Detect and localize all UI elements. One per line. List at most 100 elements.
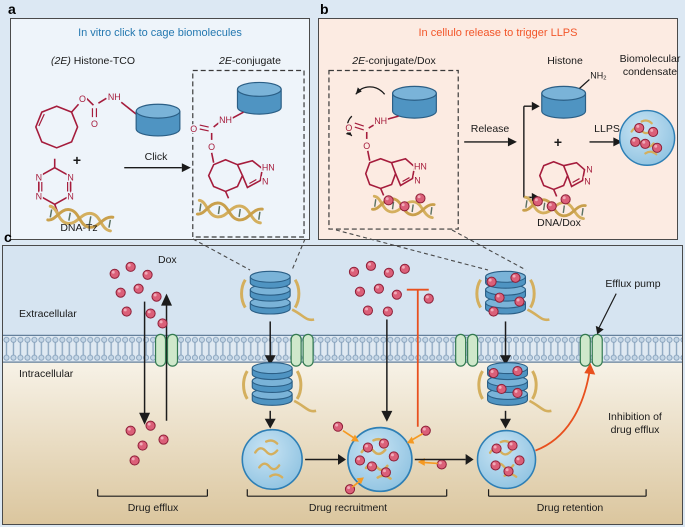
atom-nh: NH xyxy=(219,115,232,125)
conjugate-structure xyxy=(199,111,264,199)
atom-o: O xyxy=(345,123,352,133)
atom-n: N xyxy=(262,177,268,187)
atom-o: O xyxy=(79,94,86,104)
conjugate-dox-dashed-box xyxy=(328,69,459,230)
histone-tco-label: (2E) Histone-TCO xyxy=(17,55,169,68)
panel-b-title: In cellulo release to trigger LLPS xyxy=(418,27,578,39)
histone-label: Histone xyxy=(547,55,583,67)
tco-structure xyxy=(34,97,137,149)
efflux-pump-label: Efflux pump xyxy=(605,278,661,290)
atom-n: N xyxy=(414,176,420,186)
histone-cylinder xyxy=(135,103,181,137)
dox-dot xyxy=(532,196,543,207)
panel-a: O O NH N N N N xyxy=(10,18,310,240)
atom-n: N xyxy=(36,191,42,201)
condensate xyxy=(618,109,676,167)
conjugate-dox-label-italic: 2E xyxy=(352,55,366,67)
panel-a-graphics: O O NH N N N N xyxy=(34,69,305,238)
dox-dot xyxy=(399,201,410,212)
dna-tz-label: DNA-Tz xyxy=(60,222,98,234)
histone-tco-label-italic: (2E) xyxy=(50,55,71,67)
drug-efflux-label: Drug efflux xyxy=(127,502,179,514)
dna-dox-structure xyxy=(538,160,586,197)
panel-c: Dox Extracellular Intracellular Efflux p… xyxy=(2,245,683,525)
condensate-formation-arrow-right xyxy=(500,410,512,429)
dox-label: Dox xyxy=(158,254,177,266)
panel-c-graphics xyxy=(3,246,682,524)
dox-dot xyxy=(546,201,557,212)
dox-dot xyxy=(630,136,641,147)
condensate-progress-arrow-2 xyxy=(414,454,474,465)
atom-n: N xyxy=(586,165,592,175)
plus-sign: + xyxy=(553,134,563,150)
dna-helix xyxy=(195,198,264,225)
panel-b-graphics: NH O O HN N NH₂ xyxy=(328,69,676,230)
dox-dot xyxy=(648,126,659,138)
atom-hn: HN xyxy=(262,163,275,173)
drug-recruitment-label: Drug recruitment xyxy=(308,502,388,514)
atom-n: N xyxy=(584,177,590,187)
atom-nh: NH xyxy=(374,116,387,126)
influx-arrow xyxy=(139,301,151,425)
condensate-label-line2: condensate xyxy=(622,65,678,78)
atom-nh2: NH₂ xyxy=(590,70,607,80)
condensate-formation-arrow-left xyxy=(264,410,276,429)
condensate-progress-arrow-1 xyxy=(305,454,346,465)
release-label: Release xyxy=(470,123,510,135)
histone-cylinder xyxy=(391,85,437,119)
panel-a-letter: a xyxy=(8,1,16,17)
conjugate-dox-label: 2E-conjugate/Dox xyxy=(329,55,459,68)
middle-influx-arrow xyxy=(381,319,393,422)
panel-a-title: In vitro click to cage biomolecules xyxy=(78,27,242,39)
conjugate-label-italic: 2E xyxy=(219,55,232,67)
click-label: Click xyxy=(144,151,168,163)
nh2-bond xyxy=(579,78,590,89)
pump-pointer-line xyxy=(595,293,617,335)
extracellular-label: Extracellular xyxy=(19,308,77,320)
atom-o: O xyxy=(208,142,215,152)
dox-dot xyxy=(640,138,651,149)
conjugate-label: 2E-conjugate xyxy=(194,55,306,68)
atom-hn: HN xyxy=(414,162,427,172)
inhibition-tbar xyxy=(406,288,429,427)
condensate-retention xyxy=(476,429,537,490)
condensate-dna xyxy=(241,428,304,491)
conjugate-dox-structure xyxy=(354,115,416,196)
dox-dot xyxy=(560,194,571,205)
panel-b: NH O O HN N NH₂ xyxy=(318,18,680,240)
plus-sign: + xyxy=(72,152,82,168)
atom-o: O xyxy=(190,124,197,134)
inhibition-curve xyxy=(535,363,596,452)
llps-arrow xyxy=(589,137,623,147)
nucleosome-entry-arrow-right xyxy=(500,321,512,366)
branch-arrows xyxy=(523,101,540,202)
llps-label: LLPS xyxy=(594,123,620,135)
tetrazine-structure xyxy=(38,158,72,213)
extracellular-zone xyxy=(3,246,682,336)
histone-tco-label-rest: Histone-TCO xyxy=(70,55,136,67)
release-arrow xyxy=(464,137,517,147)
atom-n: N xyxy=(36,173,42,183)
mechanism-arrows xyxy=(346,86,386,137)
dox-dot xyxy=(652,142,663,153)
atom-o: O xyxy=(91,119,98,129)
curved-arrowhead xyxy=(355,87,362,95)
dox-dot xyxy=(634,122,645,134)
intracellular-label: Intracellular xyxy=(19,368,74,380)
condensate-label-line1: Biomolecular xyxy=(619,53,681,65)
dox-dot xyxy=(383,195,394,206)
atom-o: O xyxy=(363,141,370,151)
conjugate-label-rest: -conjugate xyxy=(231,55,281,67)
membrane xyxy=(3,335,682,363)
dna-dox-label: DNA/Dox xyxy=(537,217,581,229)
atom-n: N xyxy=(67,191,73,201)
conjugate-dox-label-rest: -conjugate/Dox xyxy=(365,55,436,67)
atom-nh: NH xyxy=(108,92,121,102)
phase-brackets xyxy=(97,489,647,497)
intracellular-zone xyxy=(3,362,682,524)
histone-cylinder xyxy=(236,81,282,115)
histone-cylinder xyxy=(541,85,587,119)
